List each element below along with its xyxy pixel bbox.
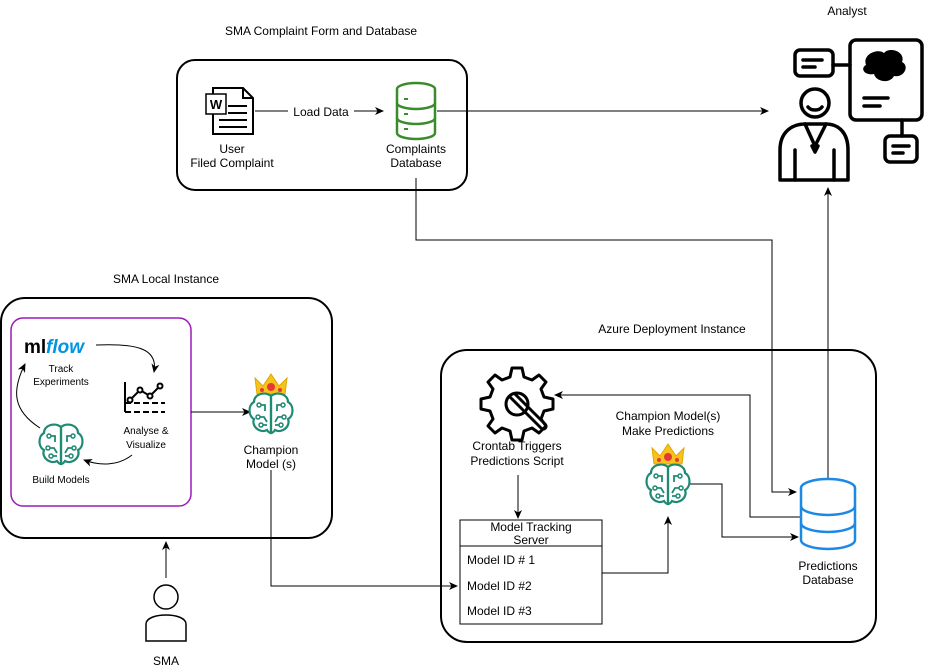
crontab-wrench-gear-icon [479,366,555,442]
complaints-to-predictions-arrow [415,178,797,496]
champion-predict-crown-icon [651,443,685,465]
model-id-row-1: Model ID # 1 [467,553,535,567]
user-complaint-label-2: Filed Complaint [190,156,274,170]
word-document-icon: W [205,87,254,135]
line-chart-icon [124,382,165,413]
model-id-row-2: Model ID #2 [467,579,532,593]
track-experiments-label-2: Experiments [33,377,89,388]
tracking-server-title-1: Model Tracking [490,520,571,534]
build-models-label: Build Models [32,475,89,486]
champion-model-label-2: Model (s) [246,457,296,471]
predictions-db-label-2: Database [802,573,854,587]
model-tracking-server [459,519,603,625]
champion-predict-brain-icon [645,463,691,506]
track-experiments-label-1: Track [49,364,75,375]
svg-text:W: W [210,97,223,112]
complaints-db-label-2: Database [390,156,442,170]
local-instance-container [0,297,333,539]
track-to-analyse-arrow [95,344,160,373]
crontab-label-2: Predictions Script [470,454,564,468]
group-title-complaint-form: SMA Complaint Form and Database [225,24,417,38]
group-title-azure-instance: Azure Deployment Instance [598,322,746,336]
sma-user-icon [145,584,187,642]
load-data-label: Load Data [293,105,349,119]
user-complaint-label-1: User [219,142,244,156]
mlflow-logo-ml: ml [24,337,46,358]
tracking-server-title-2: Server [513,533,548,547]
group-title-local-instance: SMA Local Instance [113,272,219,286]
predictions-database-icon [799,477,857,551]
predictions-to-crontab-arrow [554,391,800,518]
champion-to-server-arrow [270,470,458,590]
complaint-form-container [176,59,468,191]
champion-model-label-1: Champion [244,443,299,457]
sma-label: SMA [153,654,179,668]
complaints-database-icon [395,81,437,141]
analyse-visualize-label-2: Visualize [126,440,166,451]
complaints-db-label-1: Complaints [386,142,446,156]
analyst-label: Analyst [827,4,867,18]
mlflow-logo-flow: flow [46,337,85,358]
analyst-icon [778,38,924,182]
crontab-label-1: Crontab Triggers [472,439,561,453]
azure-instance-container [440,349,877,643]
analyse-visualize-label-1: Analyse & [123,426,168,437]
champion-predict-label-2: Make Predictions [622,424,714,438]
build-to-track-arrow [16,363,41,429]
champion-predict-label-1: Champion Model(s) [616,409,721,423]
load-data-label-bg [288,103,354,119]
build-models-brain-icon [38,423,84,466]
champion-to-predictions-arrow [690,483,799,541]
predictions-db-label-1: Predictions [798,559,857,573]
analyse-to-build-arrow [83,454,133,467]
model-id-row-3: Model ID #3 [467,604,532,618]
server-to-champion-arrow [602,516,672,574]
champion-crown-icon [254,373,288,395]
mlflow-logo: ml flow [24,337,85,358]
champion-brain-icon [248,392,294,435]
